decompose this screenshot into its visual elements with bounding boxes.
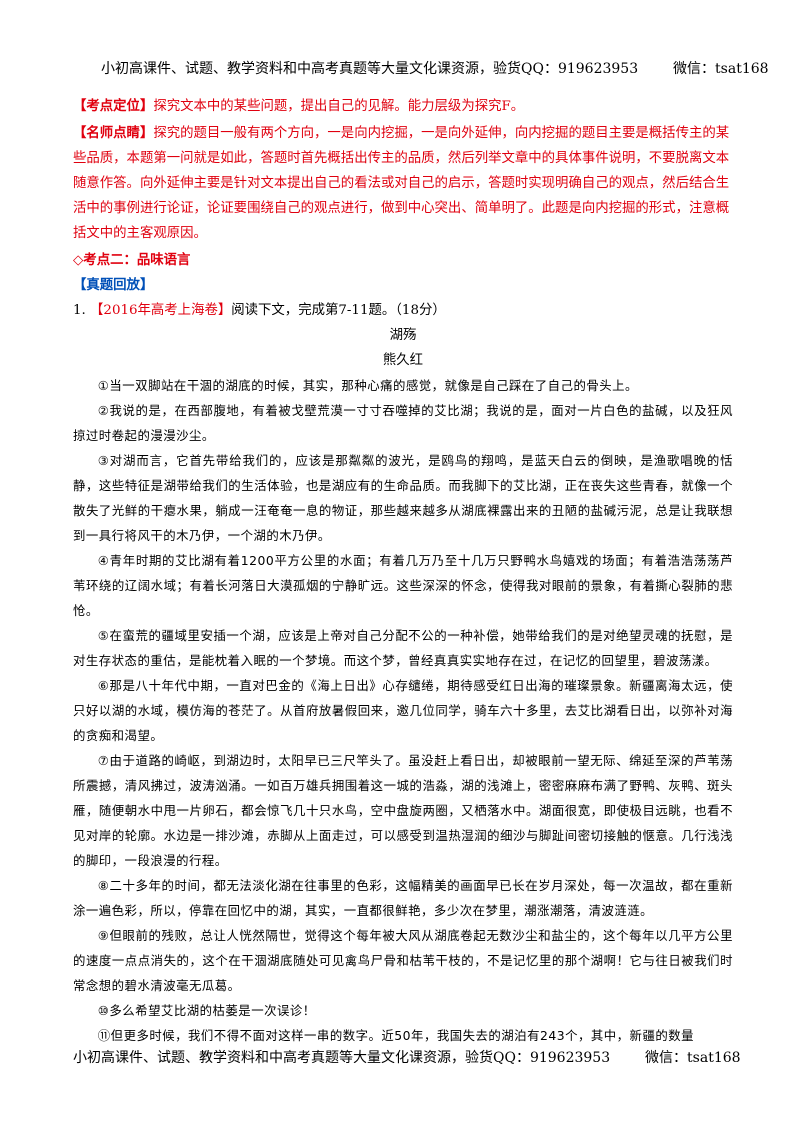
article-paragraph: ⑨但眼前的残败，总让人恍然隔世，觉得这个每年被大风从湖底卷起无数沙尘和盐尘的，这… [73,928,733,993]
article-title: 湖殇 [389,328,417,343]
question-text: 阅读下文，完成第7-11题。（18分） [231,303,446,318]
question-source: 【2016年高考上海卷】 [90,303,232,318]
article-author: 熊久红 [382,353,424,368]
mingshi-block: 【名师点睛】探究的题目一般有两个方向，一是向内挖掘，一是向外延伸，向内挖掘的题目… [73,121,733,246]
section-heading: ◇考点二：品味语言 [73,252,191,268]
article-paragraph: ①当一双脚站在干涸的湖底的时候，其实，那种心痛的感觉，就像是自己踩在了自己的骨头… [97,378,638,393]
header-text: 小初高课件、试题、教学资料和中高考真题等大量文化课资源，验货QQ：9196239… [101,61,639,77]
question-number: 1. [73,303,86,318]
article-paragraph: ③对湖而言，它首先带给我们的，应该是那粼粼的波光，是鸥鸟的翔鸣，是蓝天白云的倒映… [73,453,733,543]
kaodian-label: 【考点定位】 [73,98,154,114]
mingshi-label: 【名师点睛】 [73,125,154,141]
mingshi-text: 探究的题目一般有两个方向，一是向内挖掘，一是向外延伸，向内挖掘的题目主要是概括传… [73,126,730,241]
zhenti-heading: 【真题回放】 [73,277,154,293]
question-line: 1. 【2016年高考上海卷】阅读下文，完成第7-11题。（18分） [73,298,733,323]
article-paragraph: ⑥那是八十年代中期，一直对巴金的《海上日出》心存缱绻，期待感受红日出海的璀璨景象… [73,678,733,743]
article-paragraph: ⑩多么希望艾比湖的枯萎是一次误诊！ [97,1003,316,1018]
footer-wechat: 微信：tsat168 [645,1050,741,1066]
article-paragraph: ④青年时期的艾比湖有着1200平方公里的水面；有着几万乃至十几万只野鸭水鸟嬉戏的… [73,553,733,618]
article-paragraph: ⑧二十多年的时间，都无法淡化湖在往事里的色彩，这幅精美的画面早已长在岁月深处，每… [73,878,733,918]
article-paragraph: ②我说的是，在西部腹地，有着被戈壁荒漠一寸寸吞噬掉的艾比湖；我说的是，面对一片白… [73,403,733,443]
article-paragraph: ⑪但更多时候，我们不得不面对这样一串的数字。近50年，我国失去的湖泊有243个，… [97,1028,695,1043]
footer-text: 小初高课件、试题、教学资料和中高考真题等大量文化课资源，验货QQ：9196239… [73,1050,611,1066]
page-header: 小初高课件、试题、教学资料和中高考真题等大量文化课资源，验货QQ：9196239… [101,59,769,79]
document-body: 【考点定位】探究文本中的某些问题，提出自己的见解。能力层级为探究F。 【名师点睛… [73,94,733,1048]
header-wechat: 微信：tsat168 [673,61,769,77]
kaodian-block: 【考点定位】探究文本中的某些问题，提出自己的见解。能力层级为探究F。 [73,94,733,119]
article-paragraph: ⑤在蛮荒的疆域里安插一个湖，应该是上帝对自己分配不公的一种补偿，她带给我们的是对… [73,628,733,668]
page-footer: 小初高课件、试题、教学资料和中高考真题等大量文化课资源，验货QQ：9196239… [73,1048,741,1068]
kaodian-text: 探究文本中的某些问题，提出自己的见解。能力层级为探究F。 [153,99,525,114]
article-paragraph: ⑦由于道路的崎岖，到湖边时，太阳早已三尺竿头了。虽没赶上看日出，却被眼前一望无际… [73,753,733,868]
